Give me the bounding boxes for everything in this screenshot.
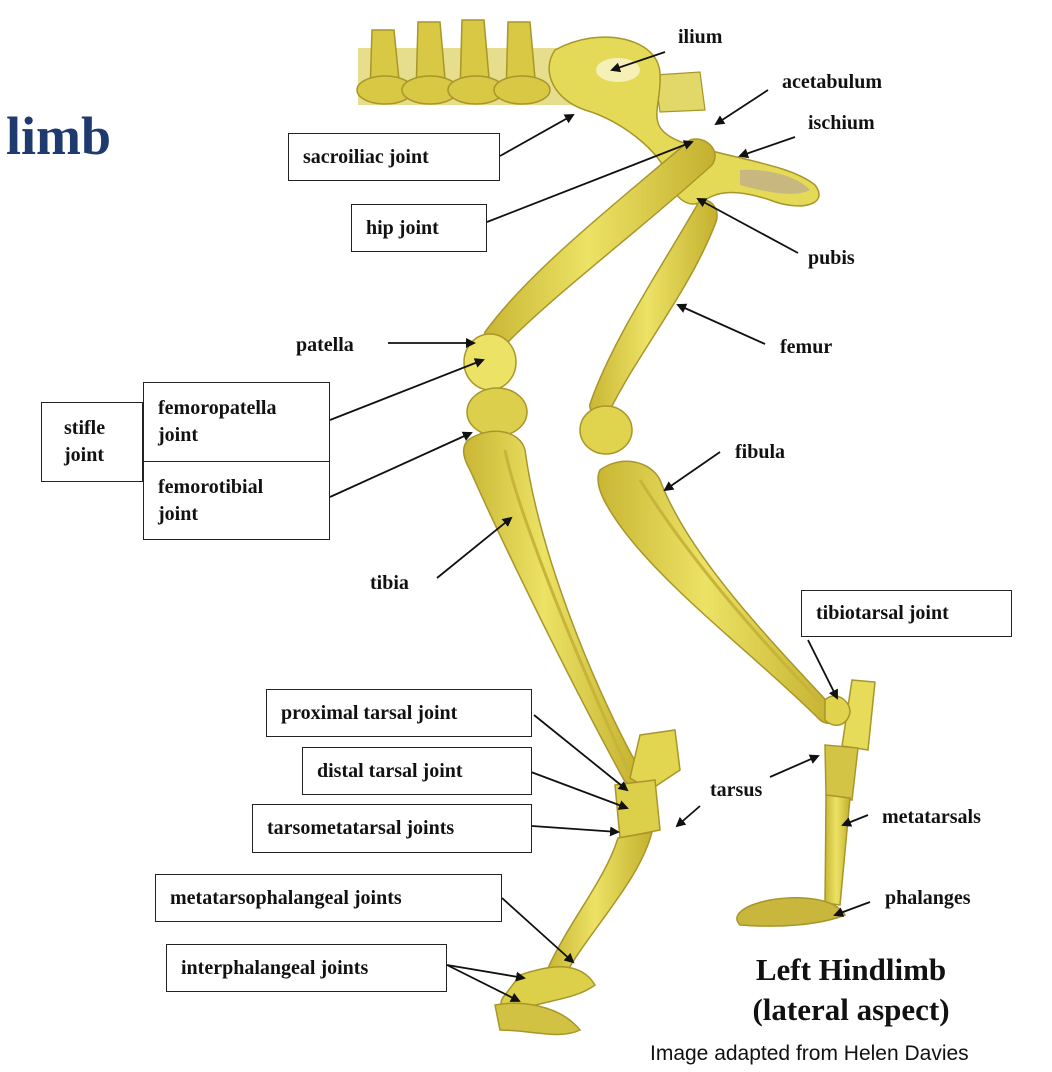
- caption-line-2: (lateral aspect): [752, 992, 950, 1028]
- pointer-arrows: [329, 51, 871, 1002]
- box-tibiotarsal-joint: tibiotarsal joint: [801, 590, 1012, 637]
- box-distal-tarsal-joint: distal tarsal joint: [302, 747, 532, 795]
- box-metatarsophalangeal-joints: metatarsophalangeal joints: [155, 874, 502, 922]
- box-femorotibial-joint: femorotibial joint: [143, 461, 330, 540]
- label-tarsus: tarsus: [710, 779, 763, 801]
- box-hip-joint: hip joint: [351, 204, 487, 252]
- femorotibial-line-2: joint: [158, 502, 198, 525]
- caption-line-1: Left Hindlimb: [755, 952, 947, 987]
- label-tibia: tibia: [370, 572, 409, 594]
- label-fibula: fibula: [735, 441, 786, 463]
- box-tarsometatarsal-joints: tarsometatarsal joints: [252, 804, 532, 853]
- label-femur: femur: [780, 336, 833, 358]
- label-metatarsals: metatarsals: [882, 806, 981, 828]
- label-acetabulum: acetabulum: [782, 71, 882, 93]
- label-phalanges: phalanges: [885, 887, 971, 909]
- femorotibial-line-1: femorotibial: [158, 475, 264, 498]
- figure-caption: Left Hindlimb (lateral aspect): [716, 950, 986, 1031]
- page-heading: limb: [6, 106, 112, 166]
- femoropatella-line-2: joint: [158, 424, 198, 446]
- label-pubis: pubis: [808, 247, 855, 269]
- label-patella: patella: [296, 334, 354, 356]
- right-femur: [579, 199, 718, 455]
- spine-vertebrae: [356, 19, 706, 113]
- right-hock-and-foot: [736, 679, 876, 927]
- box-interphalangeal-joints: interphalangeal joints: [166, 944, 447, 992]
- stifle-line-2: joint: [64, 444, 104, 466]
- left-hock-and-foot: [494, 729, 681, 1036]
- label-ischium: ischium: [808, 112, 875, 134]
- left-femur: [463, 138, 716, 437]
- box-stifle-joint: stifle joint: [41, 402, 143, 482]
- image-credit: Image adapted from Helen Davies: [650, 1042, 969, 1065]
- box-sacroiliac-joint: sacroiliac joint: [288, 133, 500, 181]
- box-femoropatella-joint: femoropatella joint: [143, 382, 330, 462]
- stifle-line-1: stifle: [64, 417, 106, 439]
- femoropatella-line-1: femoropatella: [158, 397, 277, 419]
- label-ilium: ilium: [678, 26, 723, 48]
- box-proximal-tarsal-joint: proximal tarsal joint: [266, 689, 532, 737]
